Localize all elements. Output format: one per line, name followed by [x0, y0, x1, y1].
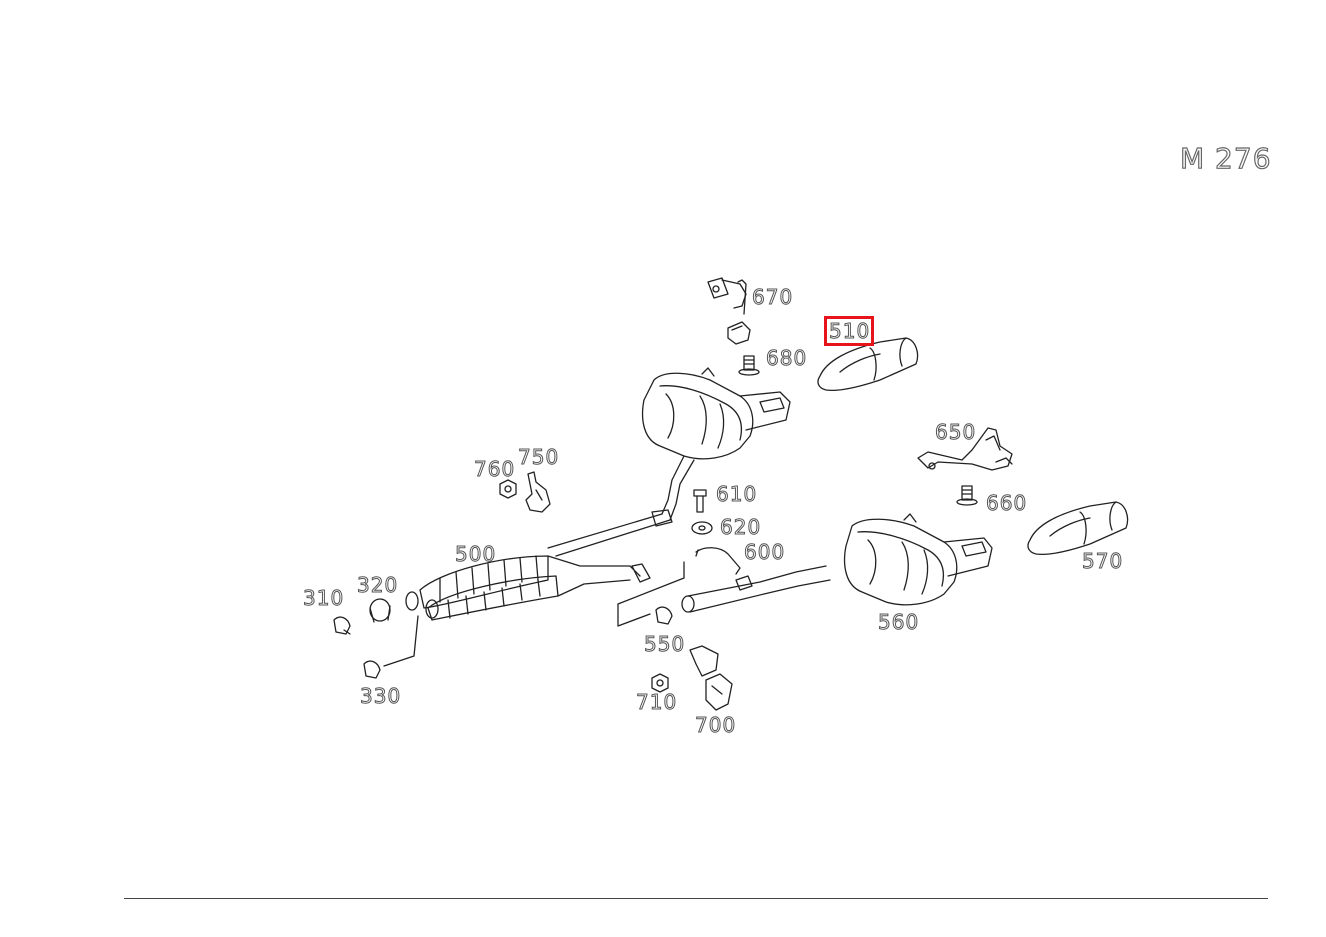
bolt-610[interactable]	[693, 489, 707, 513]
part-label-310[interactable]: 310	[302, 586, 345, 610]
rubber-mount-750[interactable]	[525, 471, 551, 513]
bolt-680[interactable]	[738, 355, 760, 376]
part-label-600[interactable]: 600	[743, 540, 786, 564]
clamp-550[interactable]	[617, 561, 685, 627]
part-label-570[interactable]: 570	[1081, 549, 1124, 573]
hanger-bracket-670[interactable]	[707, 277, 751, 345]
part-label-750[interactable]: 750	[517, 445, 560, 469]
model-code: M 276	[1179, 141, 1272, 175]
clamp-330[interactable]	[363, 615, 419, 679]
intermediate-pipe-left[interactable]	[547, 455, 695, 557]
rear-silencer-left[interactable]	[641, 367, 791, 460]
washer-620[interactable]	[691, 521, 713, 535]
part-label-620[interactable]: 620	[719, 515, 762, 539]
part-label-710[interactable]: 710	[635, 690, 678, 714]
intermediate-pipe-right[interactable]	[681, 565, 831, 613]
part-label-550[interactable]: 550	[643, 632, 686, 656]
part-label-560[interactable]: 560	[877, 610, 920, 634]
part-label-510[interactable]: 510	[828, 319, 871, 343]
footer-divider	[124, 898, 1268, 899]
part-label-320[interactable]: 320	[356, 573, 399, 597]
part-label-670[interactable]: 670	[751, 285, 794, 309]
part-label-650[interactable]: 650	[934, 420, 977, 444]
part-label-610[interactable]: 610	[715, 482, 758, 506]
bolt-660[interactable]	[956, 485, 978, 506]
nut-760[interactable]	[499, 479, 517, 499]
part-label-330[interactable]: 330	[359, 684, 402, 708]
front-pipe-catalyst-500[interactable]	[405, 555, 651, 621]
hanger-bracket-650[interactable]	[917, 427, 1013, 471]
clamp-310[interactable]	[333, 616, 351, 635]
part-label-760[interactable]: 760	[473, 457, 516, 481]
part-label-660[interactable]: 660	[985, 491, 1028, 515]
nut-710[interactable]	[651, 673, 669, 693]
clamp-600[interactable]	[695, 547, 741, 575]
part-label-680[interactable]: 680	[765, 346, 808, 370]
part-label-500[interactable]: 500	[454, 542, 497, 566]
rear-silencer-right[interactable]	[843, 513, 993, 606]
sleeve-320[interactable]	[369, 598, 391, 623]
part-label-700[interactable]: 700	[694, 713, 737, 737]
tail-pipe-570[interactable]	[1027, 501, 1129, 556]
hanger-bracket-700[interactable]	[689, 645, 733, 711]
tail-pipe-510[interactable]	[817, 337, 919, 392]
